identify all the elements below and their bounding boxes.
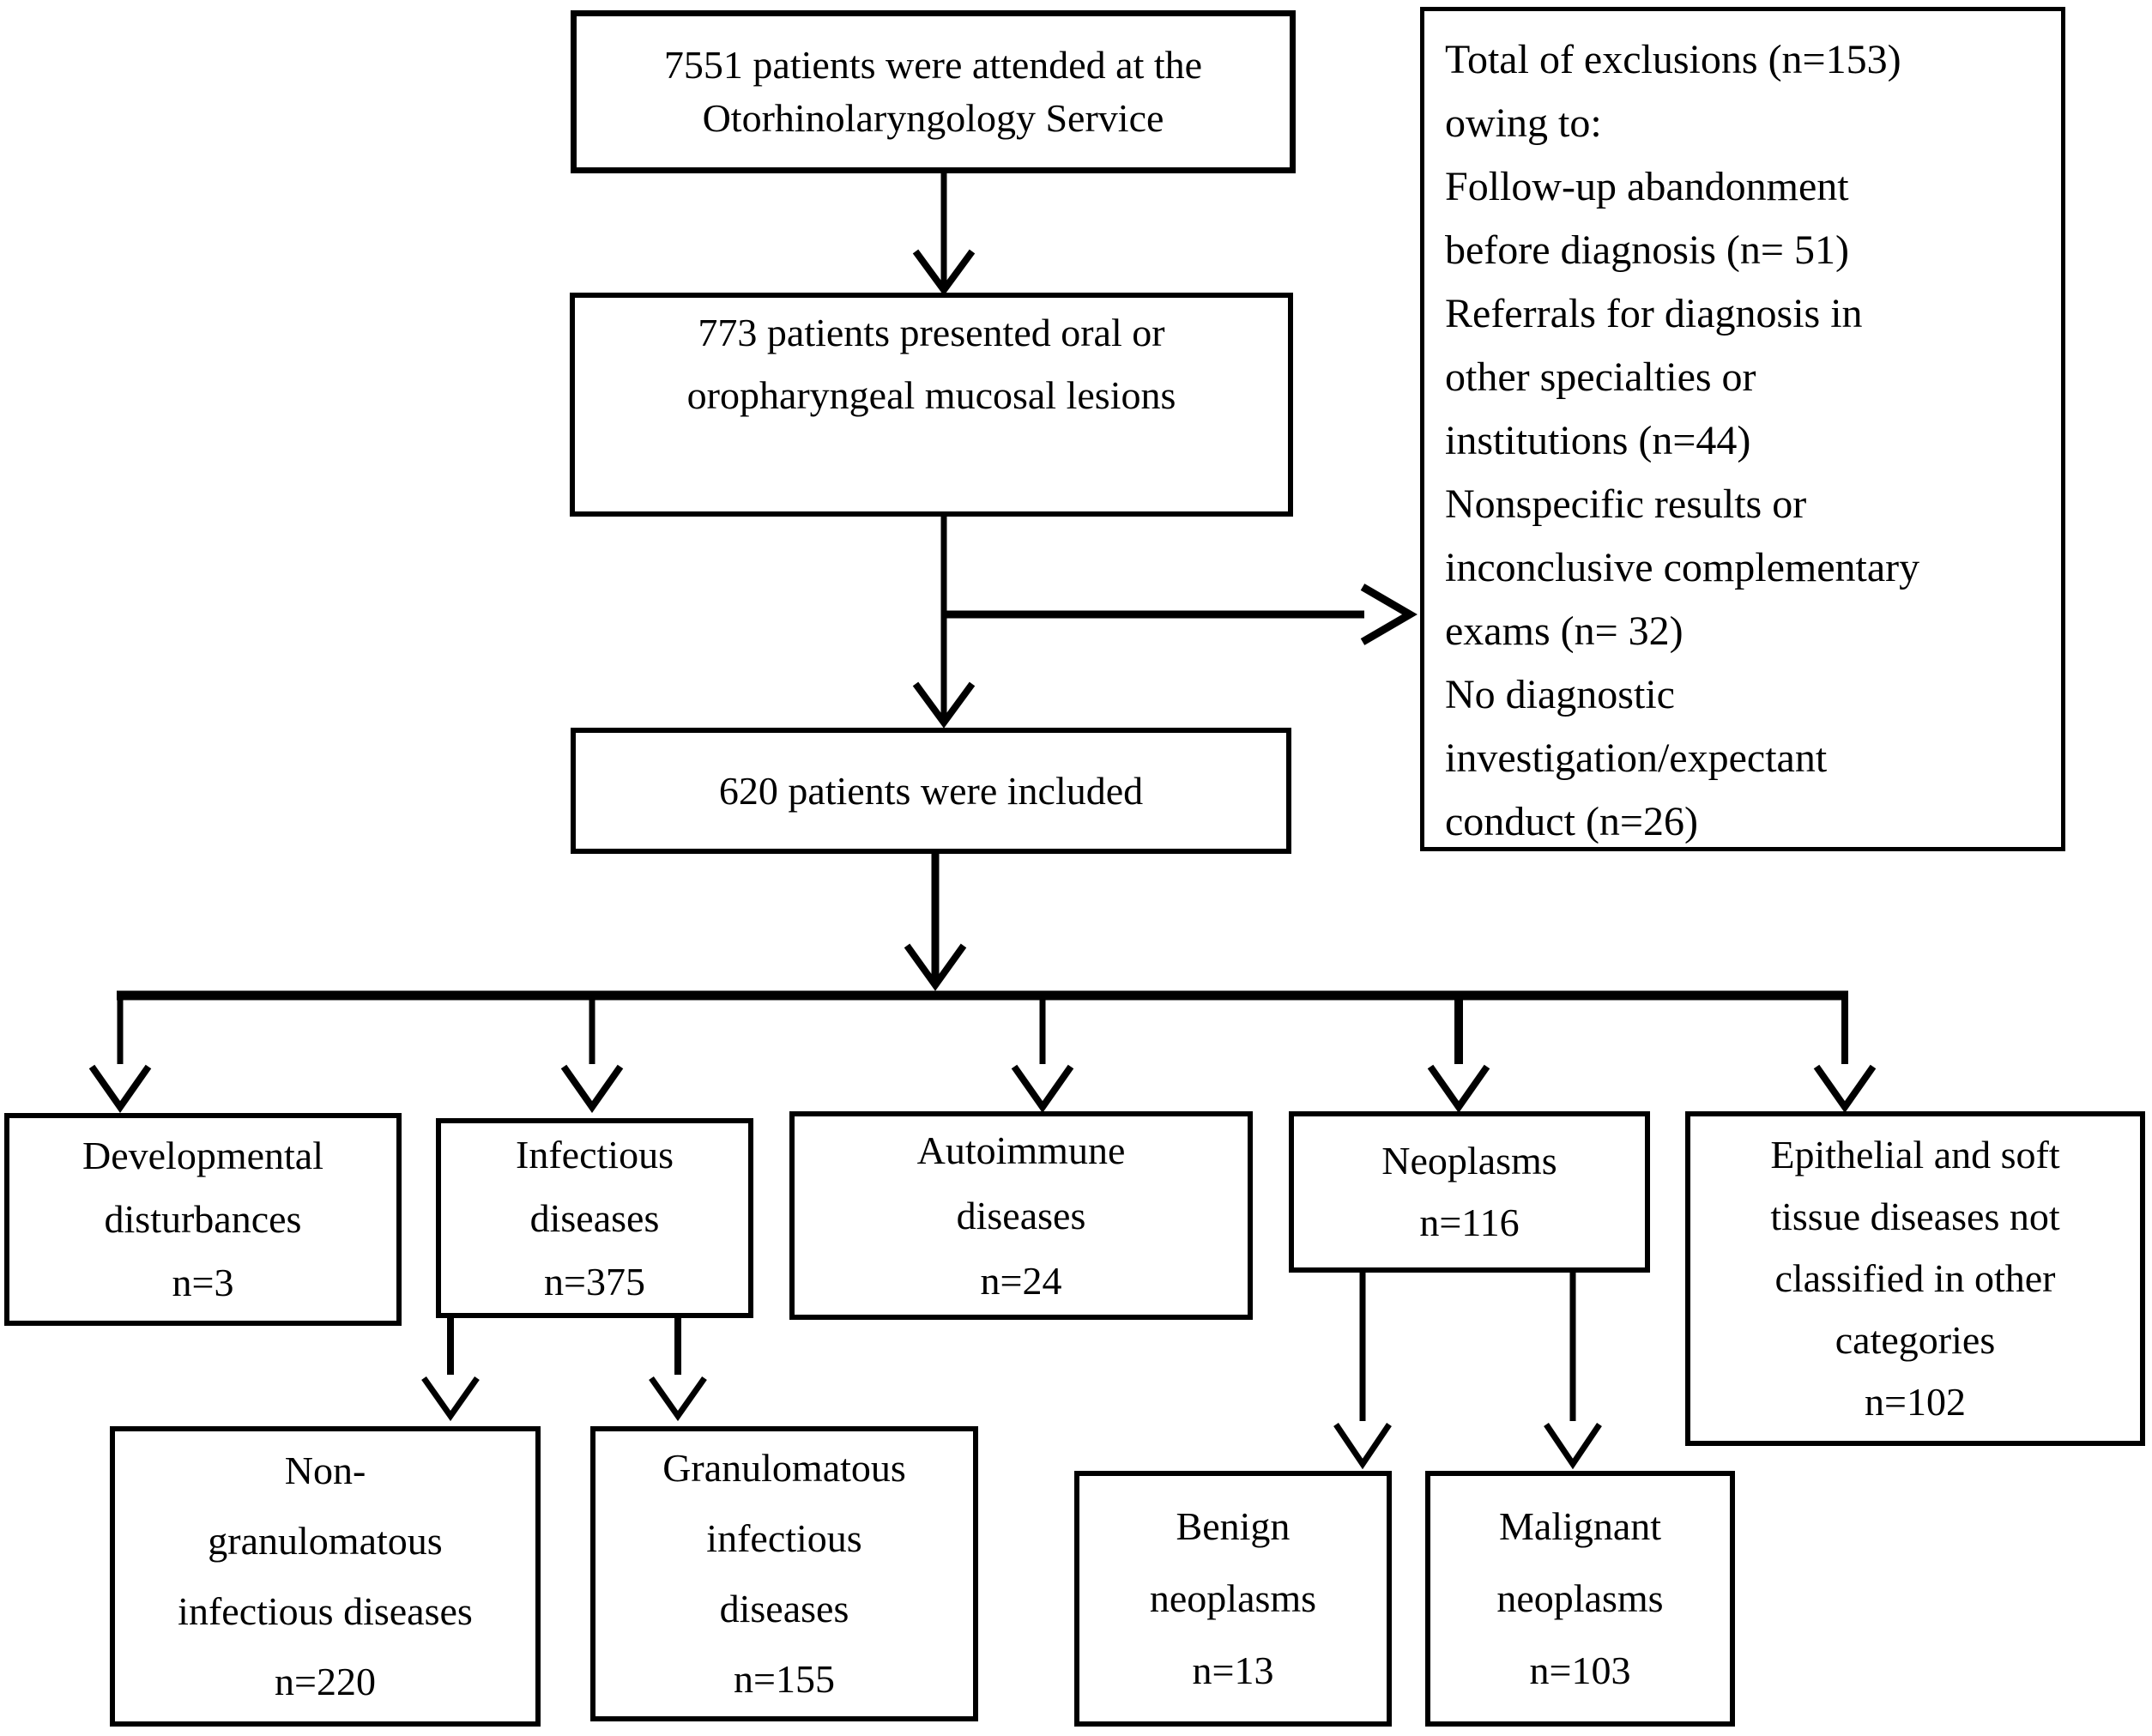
arrow-branch-to-epithelial (1813, 995, 1877, 1113)
arrow-branch-to-infectious (560, 995, 624, 1113)
node-non-granulomatous-infectious: Non- granulomatous infectious diseases n… (110, 1426, 541, 1727)
node-mucosal-lesions: 773 patients presented oral or oropharyn… (570, 293, 1293, 517)
arrow-infectious-to-granulomatous (649, 1318, 707, 1422)
node-neoplasms: Neoplasms n=116 (1289, 1111, 1650, 1273)
node-benign-neoplasms: Benign neoplasms n=13 (1074, 1471, 1392, 1727)
node-infectious-diseases: Infectious diseases n=375 (436, 1118, 753, 1318)
arrow-to-exclusions (944, 584, 1418, 645)
node-attended-patients: 7551 patients were attended at the Otorh… (571, 10, 1296, 173)
node-malignant-neoplasms: Malignant neoplasms n=103 (1425, 1471, 1735, 1727)
node-granulomatous-infectious: Granulomatous infectious diseases n=155 (590, 1426, 978, 1721)
arrow-branch-to-autoimmune (1011, 995, 1074, 1113)
arrow-infectious-to-non-granulomatous (421, 1318, 480, 1422)
arrow-neoplasms-to-malignant (1544, 1273, 1602, 1470)
arrow-attended-to-lesions (912, 172, 976, 296)
arrow-included-to-branch (904, 854, 967, 991)
node-exclusions: Total of exclusions (n=153) owing to: Fo… (1420, 7, 2065, 851)
node-autoimmune-diseases: Autoimmune diseases n=24 (789, 1111, 1253, 1320)
arrow-neoplasms-to-benign (1333, 1273, 1392, 1470)
arrow-lesions-to-included (912, 517, 976, 729)
arrow-branch-to-neoplasms (1427, 995, 1490, 1113)
arrow-branch-to-developmental (88, 995, 152, 1113)
node-developmental-disturbances: Developmental disturbances n=3 (4, 1113, 402, 1326)
node-included-patients: 620 patients were included (571, 728, 1291, 854)
node-epithelial-soft-tissue: Epithelial and soft tissue diseases not … (1685, 1111, 2145, 1446)
